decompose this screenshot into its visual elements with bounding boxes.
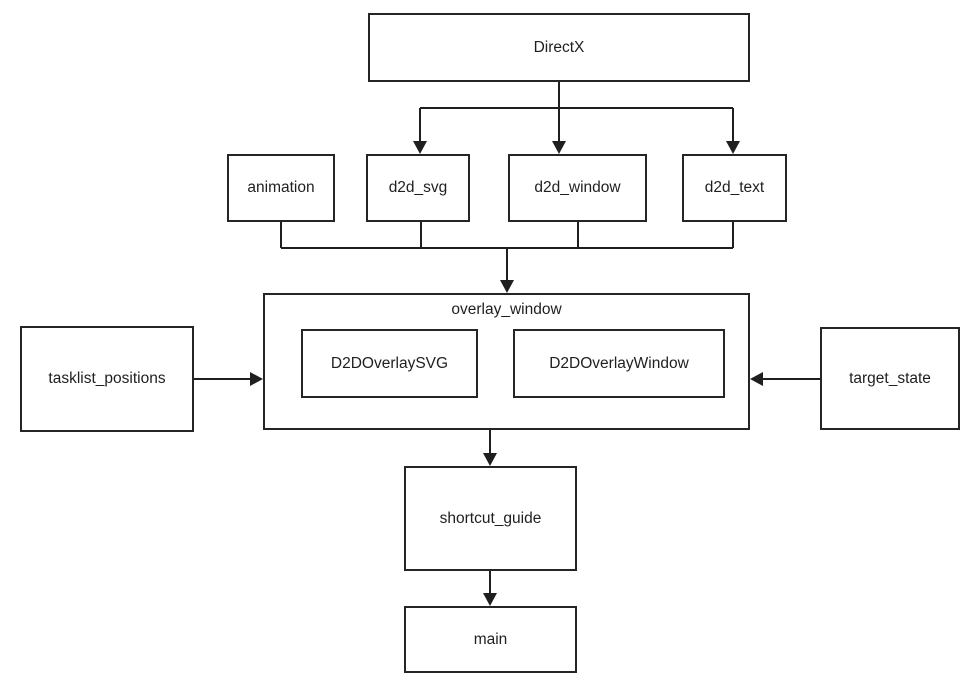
node-target-state: target_state xyxy=(820,327,960,430)
edge-row2-to-overlay_window xyxy=(280,221,734,293)
node-d2d-svg: d2d_svg xyxy=(366,154,470,222)
node-main: main xyxy=(404,606,577,673)
node-d2d-overlay-window-label: D2DOverlayWindow xyxy=(549,354,689,372)
node-main-label: main xyxy=(473,630,508,648)
node-shortcut-guide-label: shortcut_guide xyxy=(439,509,542,527)
edge-target_state-overlay_window xyxy=(750,372,821,386)
edge-tasklist_positions-overlay_window xyxy=(193,372,263,386)
node-directx-label: DirectX xyxy=(533,38,585,56)
node-d2d-window-label: d2d_window xyxy=(534,179,621,197)
node-animation-label: animation xyxy=(247,179,315,197)
node-d2d-window: d2d_window xyxy=(508,154,647,222)
node-d2d-text-label: d2d_text xyxy=(704,179,765,197)
arrowhead-down-d2d_window xyxy=(552,141,566,154)
node-d2d-overlay-svg-label: D2DOverlaySVG xyxy=(330,354,449,372)
node-d2d-overlay-window: D2DOverlayWindow xyxy=(513,329,725,398)
arrowhead-down-shortcut_guide xyxy=(483,453,497,466)
arrowhead-down-d2d_text xyxy=(726,141,740,154)
node-overlay-window-label: overlay_window xyxy=(451,301,562,318)
arrowhead-left-overlay_window xyxy=(750,372,763,386)
arrowhead-right-overlay_window xyxy=(250,372,263,386)
node-d2d-text: d2d_text xyxy=(682,154,787,222)
node-d2d-svg-label: d2d_svg xyxy=(388,179,448,197)
arrowhead-down-d2d_svg xyxy=(413,141,427,154)
node-target-state-label: target_state xyxy=(849,369,931,387)
arrowhead-down-main xyxy=(483,593,497,606)
node-overlay-window: overlay_window D2DOverlaySVG D2DOverlayW… xyxy=(263,293,750,430)
edge-directx-fanout xyxy=(413,81,740,154)
edge-overlay_window-shortcut_guide xyxy=(483,429,497,466)
node-shortcut-guide: shortcut_guide xyxy=(404,466,577,571)
node-tasklist-positions-label: tasklist_positions xyxy=(48,370,166,388)
edge-shortcut_guide-main xyxy=(483,570,497,606)
arrowhead-down-overlay_window xyxy=(500,280,514,293)
node-animation: animation xyxy=(227,154,335,222)
node-d2d-overlay-svg: D2DOverlaySVG xyxy=(301,329,478,398)
node-directx: DirectX xyxy=(368,13,750,82)
node-tasklist-positions: tasklist_positions xyxy=(20,326,194,432)
